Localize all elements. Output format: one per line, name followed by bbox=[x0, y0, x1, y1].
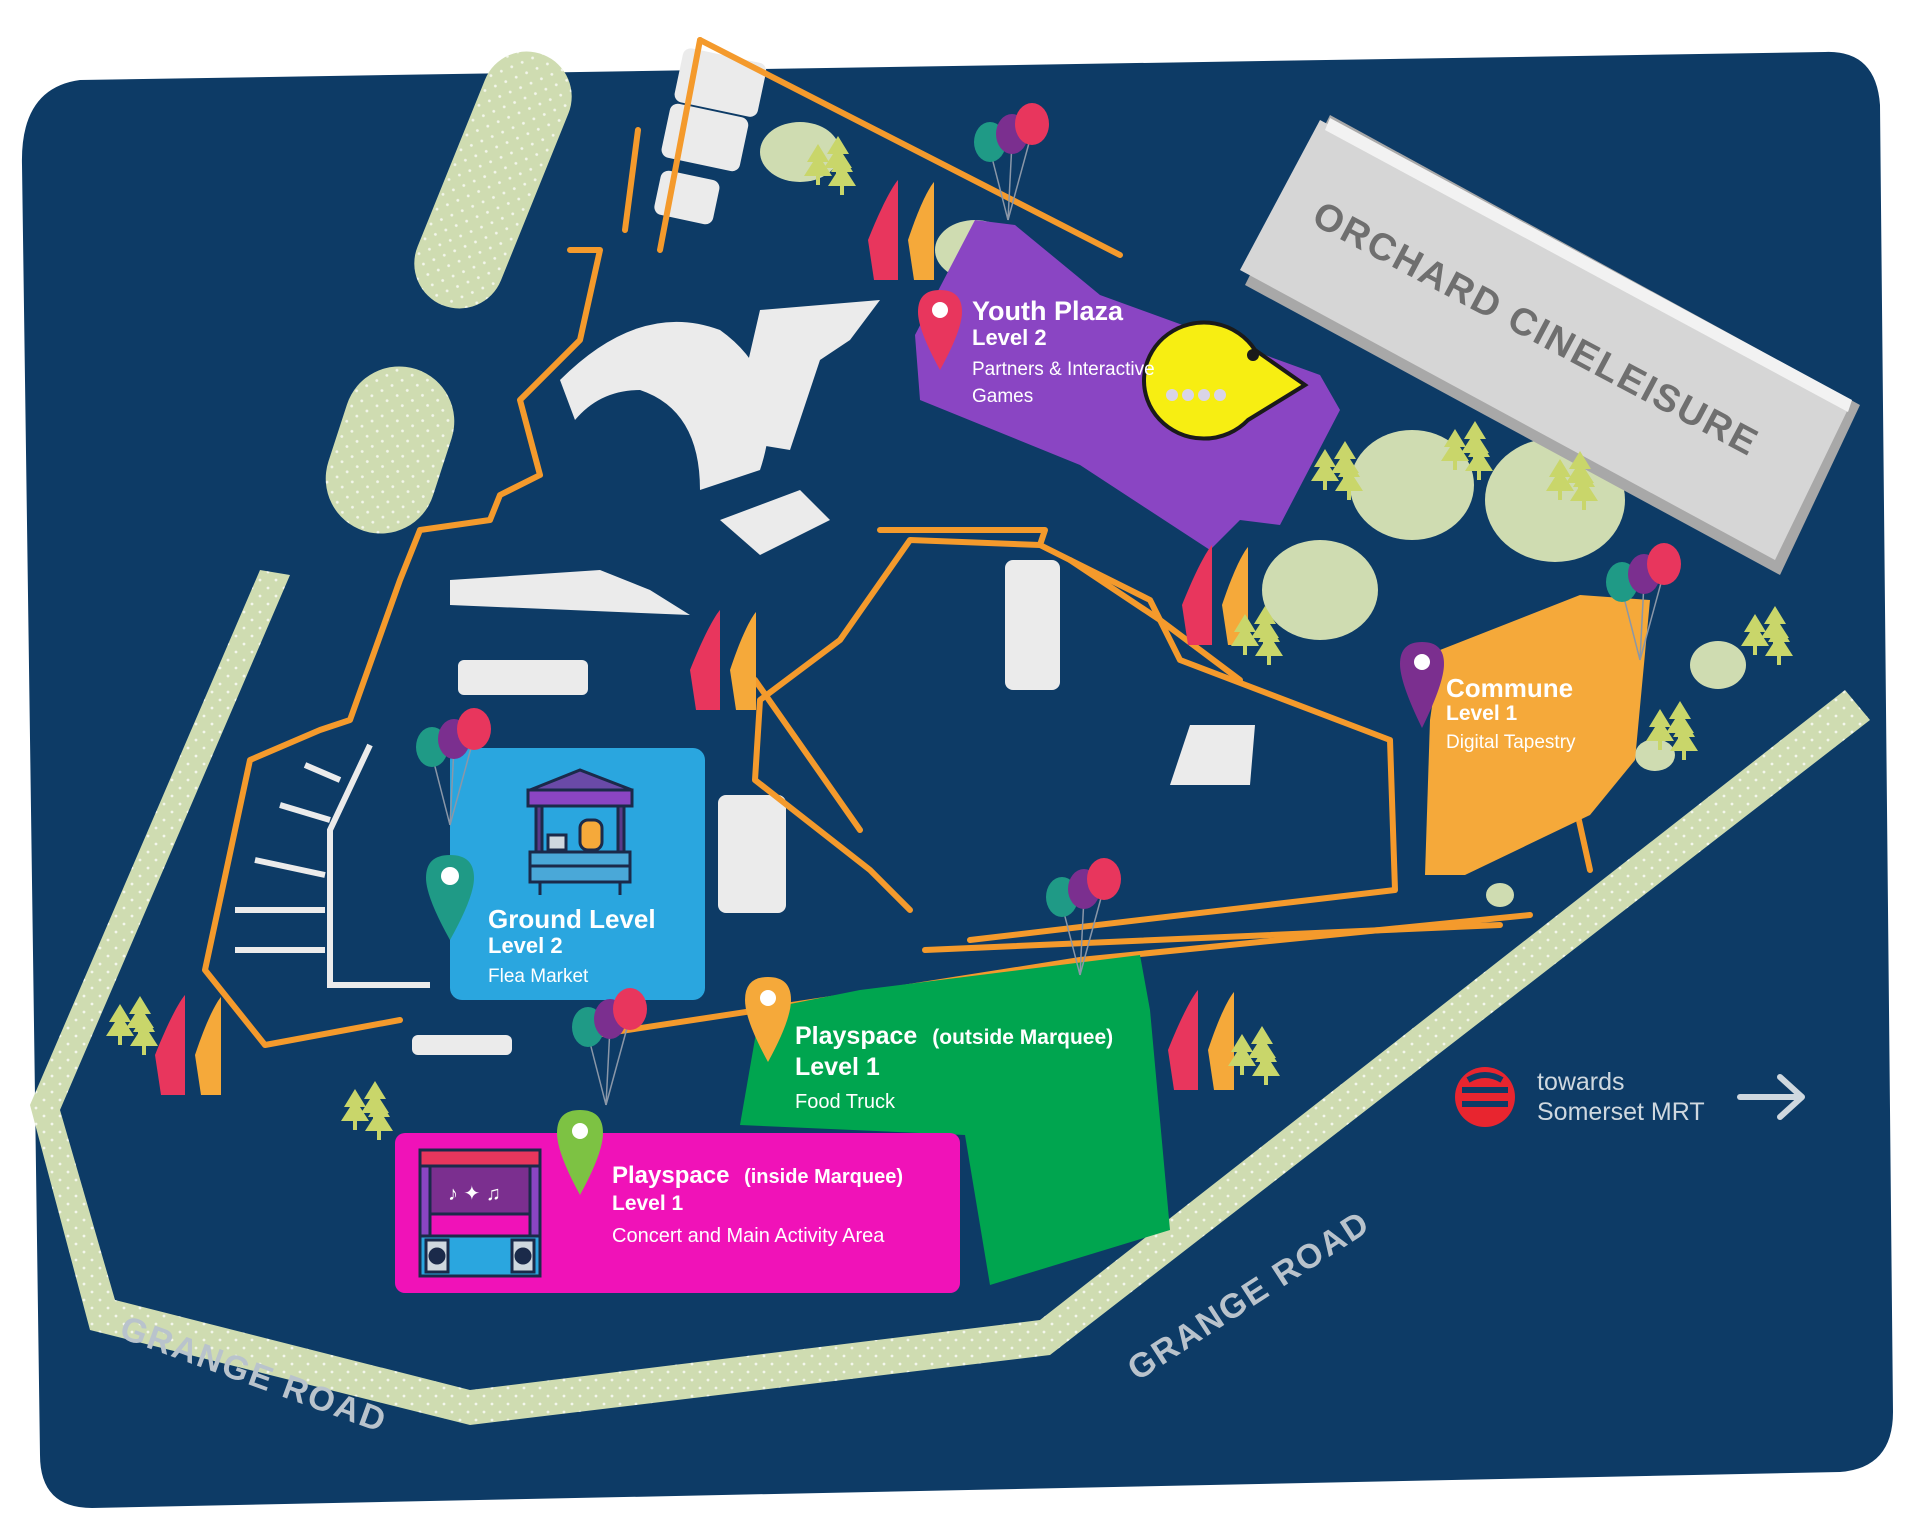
mrt-direction[interactable]: towards Somerset MRT bbox=[1455, 1067, 1805, 1127]
mrt-text-line2: Somerset MRT bbox=[1537, 1098, 1705, 1126]
youth-plaza-level: Level 2 bbox=[972, 325, 1047, 350]
zone-playspace-outside[interactable]: Playspace (outside Marquee) Level 1 Food… bbox=[740, 955, 1170, 1285]
playspace-inside-pin-icon bbox=[557, 1110, 603, 1195]
orchard-cineleisure-building: ORCHARD CINELEISURE bbox=[1240, 115, 1860, 575]
commune-title: Commune bbox=[1446, 673, 1573, 703]
zone-commune[interactable]: Commune Level 1 Digital Tapestry bbox=[1400, 595, 1650, 875]
ground-level-desc: Flea Market bbox=[488, 966, 589, 987]
commune-desc: Digital Tapestry bbox=[1446, 732, 1576, 753]
parking-lines bbox=[235, 743, 430, 988]
svg-text:♪ ✦ ♫: ♪ ✦ ♫ bbox=[448, 1183, 501, 1205]
playspace-inside-level: Level 1 bbox=[612, 1192, 684, 1215]
youth-plaza-desc-line1: Partners & Interactive bbox=[972, 359, 1155, 380]
arrow-right-icon bbox=[1737, 1074, 1805, 1120]
concert-stage-icon: ♪ ✦ ♫ bbox=[418, 1148, 542, 1278]
playspace-outside-level: Level 1 bbox=[795, 1053, 880, 1081]
playspace-outside-pin-icon bbox=[745, 977, 791, 1062]
playspace-inside-desc: Concert and Main Activity Area bbox=[612, 1225, 885, 1247]
market-stall-icon bbox=[526, 768, 634, 895]
mrt-logo-icon bbox=[1455, 1067, 1515, 1127]
zone-playspace-inside[interactable]: ♪ ✦ ♫ Playspace (inside Marquee) Level 1… bbox=[395, 1110, 960, 1293]
playspace-outside-area bbox=[740, 955, 1170, 1285]
commune-pin-icon bbox=[1400, 642, 1444, 728]
zone-youth-plaza[interactable]: Youth Plaza Level 2 Partners & Interacti… bbox=[915, 220, 1340, 550]
playspace-inside-title-suffix: (inside Marquee) bbox=[744, 1166, 903, 1188]
commune-area bbox=[1425, 595, 1650, 875]
svg-text:Playspace (inside Marque: Playspace (inside Marquee) bbox=[612, 1162, 903, 1189]
ground-level-title: Ground Level bbox=[488, 904, 656, 934]
svg-text:Playspace (outside Marqu: Playspace (outside Marquee) bbox=[795, 1022, 1113, 1050]
playspace-inside-title: Playspace bbox=[612, 1162, 729, 1189]
mrt-text-line1: towards bbox=[1537, 1068, 1625, 1096]
pacman-icon bbox=[1142, 320, 1309, 441]
ground-level-pin-icon bbox=[426, 855, 474, 940]
playspace-outside-desc: Food Truck bbox=[795, 1091, 896, 1113]
zone-ground-level[interactable]: Ground Level Level 2 Flea Market bbox=[426, 748, 705, 1000]
youth-plaza-desc-line2: Games bbox=[972, 386, 1033, 407]
youth-plaza-pin-icon bbox=[918, 290, 962, 370]
playspace-outside-title-suffix: (outside Marquee) bbox=[932, 1026, 1113, 1049]
youth-plaza-title: Youth Plaza bbox=[972, 296, 1124, 326]
buildings bbox=[412, 48, 1255, 1055]
ground-level-level: Level 2 bbox=[488, 933, 563, 958]
playspace-outside-title: Playspace bbox=[795, 1022, 917, 1050]
commune-level: Level 1 bbox=[1446, 702, 1518, 725]
youth-plaza-area bbox=[915, 220, 1340, 550]
